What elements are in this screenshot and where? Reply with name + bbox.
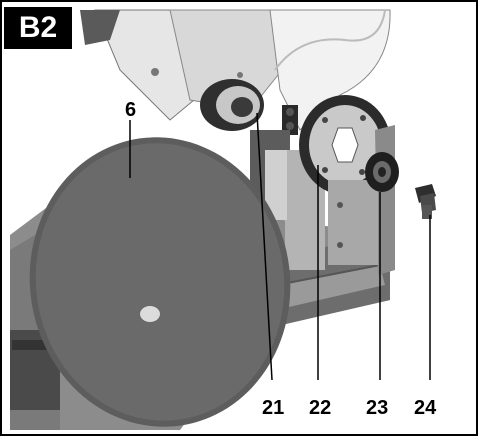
- spindle-assembly: [200, 79, 325, 270]
- callout-bolt: 24: [414, 397, 437, 419]
- callout-outer-flange: 22: [309, 397, 332, 419]
- leader-lines: [129, 112, 431, 381]
- bolt: [415, 184, 436, 219]
- clamping-washer: [365, 152, 399, 192]
- motor-housing: [80, 9, 291, 121]
- callout-clamping-washer: 23: [366, 397, 389, 419]
- cutting-disc: [29, 137, 291, 427]
- figure-tag: B2: [4, 7, 72, 49]
- callout-inner-flange: 21: [262, 397, 285, 419]
- callout-blade: 6: [125, 99, 137, 121]
